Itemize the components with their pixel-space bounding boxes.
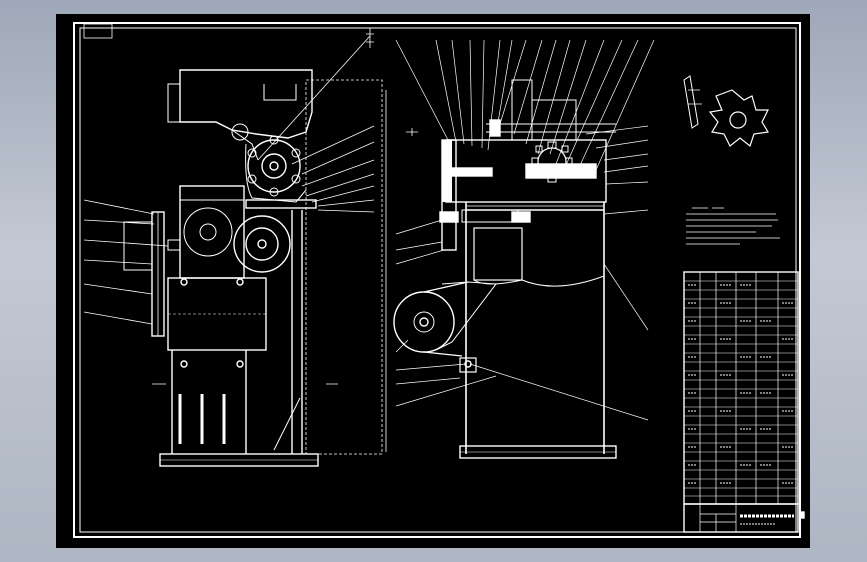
cutter-profile: [708, 89, 769, 148]
side-section-view: [393, 39, 655, 459]
hopper: [179, 69, 313, 139]
detail-view: [683, 75, 769, 148]
pulley: [233, 215, 291, 273]
side-pulley: [393, 291, 455, 353]
rotor: [247, 139, 301, 193]
outer-border: [73, 22, 801, 538]
front-view: [83, 28, 387, 467]
drawing-svg: [73, 22, 805, 538]
technical-notes: [686, 207, 780, 245]
parts-list: [683, 271, 799, 505]
title-block: [683, 503, 805, 533]
inner-border: [79, 27, 797, 533]
drawing-sheet: [56, 14, 810, 548]
motor-body: [167, 277, 267, 351]
corner-label-box: [83, 23, 113, 39]
